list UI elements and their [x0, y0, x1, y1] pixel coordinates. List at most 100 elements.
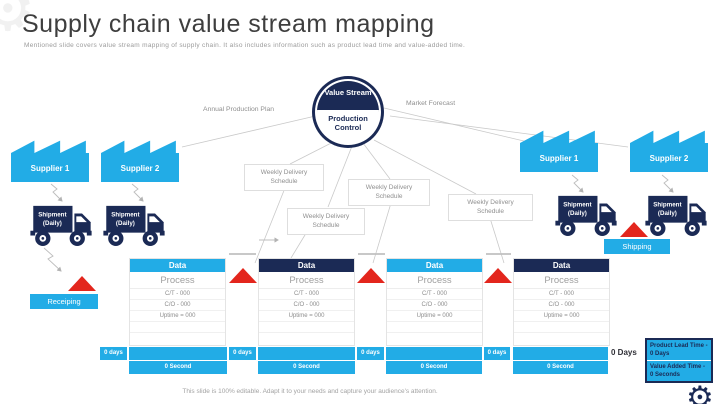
- metric-empty: [514, 333, 609, 344]
- summary-box: Product Lead Time - 0 Days Value Added T…: [645, 338, 713, 383]
- process-box-header: Data: [259, 259, 354, 272]
- factory-supplier-left-2: Supplier 2: [101, 138, 179, 182]
- zigzag-arrow-left2: [131, 183, 144, 202]
- process-box-4: Data Process C/T - 000 C/O - 000 Uptime …: [513, 258, 610, 346]
- timeline-days-4: 0 days: [484, 347, 510, 360]
- truck-icon-left-1: Shipment (Daily): [30, 205, 92, 247]
- timeline-seconds-2: 0 Second: [258, 361, 355, 374]
- schedule2-to-process-line: [372, 202, 392, 264]
- factory-supplier-right-2: Supplier 2: [630, 128, 708, 172]
- process-box-3: Data Process C/T - 000 C/O - 000 Uptime …: [386, 258, 483, 346]
- truck-label-line2: (Daily): [658, 210, 677, 217]
- metric-empty: [387, 322, 482, 333]
- timeline-total-label: 0 Days: [611, 348, 637, 357]
- truck-label-line2: (Daily): [116, 220, 135, 227]
- value-added-time: Value Added Time - 0 Seconds: [647, 361, 711, 382]
- schedule-box-2: Weekly Delivery Schedule: [348, 179, 430, 206]
- supplier-label: Supplier 2: [649, 154, 689, 163]
- market-forecast-label: Market Forecast: [406, 100, 456, 107]
- factory-icon: [520, 130, 598, 172]
- process-box-header: Data: [387, 259, 482, 272]
- process-box-1: Data Process C/T - 000 C/O - 000 Uptime …: [129, 258, 226, 346]
- receiving-tag: Receiping: [30, 294, 98, 309]
- process-box-header: Data: [514, 259, 609, 272]
- metric-empty: [259, 322, 354, 333]
- metric-uptime: Uptime = 000: [259, 311, 354, 322]
- footer-note: This slide is 100% editable. Adapt it to…: [182, 388, 438, 395]
- product-lead-time: Product Lead Time - 0 Days: [647, 340, 711, 361]
- inventory-triangle-1: [229, 268, 257, 283]
- flow-line-to-schedule2: [362, 142, 391, 180]
- timeline-segment-1: [129, 347, 227, 360]
- metric-ct: C/T - 000: [514, 289, 609, 300]
- metric-empty: [130, 333, 225, 344]
- supplier-label: Supplier 1: [539, 154, 579, 163]
- factory-supplier-right-1: Supplier 1: [520, 128, 598, 172]
- shipping-tag: Shipping: [604, 239, 670, 254]
- page-title: Supply chain value stream mapping: [22, 10, 435, 38]
- metric-ct: C/T - 000: [387, 289, 482, 300]
- value-stream-hub: Value Stream Production Control: [312, 76, 384, 148]
- zigzag-arrow-right2: [661, 174, 674, 193]
- timeline-seconds-3: 0 Second: [386, 361, 482, 374]
- metric-empty: [130, 322, 225, 333]
- metric-co: C/O - 000: [514, 300, 609, 311]
- factory-icon: [11, 140, 89, 182]
- timeline-segment-3: [386, 347, 482, 360]
- hub-bottom-label: Production Control: [328, 114, 368, 133]
- metric-co: C/O - 000: [387, 300, 482, 311]
- factory-supplier-left-1: Supplier 1: [11, 138, 89, 182]
- process-box-name: Process: [259, 272, 354, 289]
- truck-label-line1: Shipment: [38, 211, 66, 218]
- metric-empty: [514, 322, 609, 333]
- timeline-segment-4: [513, 347, 608, 360]
- process-box-name: Process: [387, 272, 482, 289]
- hub-core: Value Stream Production Control: [317, 81, 379, 143]
- schedule-box-1: Weekly Delivery Schedule: [244, 164, 324, 191]
- truck-label-line2: (Daily): [43, 220, 62, 227]
- gear-icon: ⚙: [686, 380, 714, 404]
- process-box-name: Process: [514, 272, 609, 289]
- zigzag-arrow-receiving: [43, 247, 62, 272]
- metric-co: C/O - 000: [130, 300, 225, 311]
- truck-label-line1: Shipment: [653, 201, 681, 208]
- metric-uptime: Uptime = 000: [387, 311, 482, 322]
- process-box-2: Data Process C/T - 000 C/O - 000 Uptime …: [258, 258, 355, 346]
- timeline-days-1: 0 days: [100, 347, 127, 360]
- schedule1-to-process-line: [254, 187, 286, 264]
- schedule-box-4: Weekly Delivery Schedule: [448, 194, 533, 221]
- timeline-seconds-4: 0 Second: [513, 361, 608, 374]
- metric-empty: [387, 333, 482, 344]
- truck-icon-right-1: Shipment (Daily): [555, 195, 617, 237]
- annual-production-plan-label: Annual Production Plan: [203, 106, 275, 113]
- inventory-triangle-3: [484, 268, 512, 283]
- truck-label-line1: Shipment: [563, 201, 591, 208]
- timeline-segment-2: [258, 347, 355, 360]
- supplier-label: Supplier 2: [120, 164, 160, 173]
- truck-label-line2: (Daily): [568, 210, 587, 217]
- inventory-triangle-receiving: [68, 276, 96, 291]
- metric-co: C/O - 000: [259, 300, 354, 311]
- metric-uptime: Uptime = 000: [514, 311, 609, 322]
- metric-uptime: Uptime = 000: [130, 311, 225, 322]
- supplier-label: Supplier 1: [30, 164, 70, 173]
- process-box-header: Data: [130, 259, 225, 272]
- inventory-triangle-shipping: [620, 222, 648, 237]
- metric-empty: [259, 333, 354, 344]
- factory-icon: [630, 130, 708, 172]
- schedule-box-3: Weekly Delivery Schedule: [287, 208, 365, 235]
- truck-label-line1: Shipment: [111, 211, 139, 218]
- zigzag-arrow-left1: [50, 183, 63, 202]
- process-box-name: Process: [130, 272, 225, 289]
- schedule4-to-process-line: [489, 217, 505, 264]
- zigzag-arrow-right1: [571, 174, 584, 193]
- timeline-seconds-1: 0 Second: [129, 361, 227, 374]
- truck-icon-right-2: Shipment (Daily): [645, 195, 707, 237]
- decorative-gear-icon: ⚙: [0, 0, 36, 45]
- slide-subtitle: Mentioned slide covers value stream mapp…: [24, 42, 466, 49]
- timeline-days-2: 0 days: [229, 347, 256, 360]
- inventory-triangle-2: [357, 268, 385, 283]
- truck-icon-left-2: Shipment (Daily): [103, 205, 165, 247]
- metric-ct: C/T - 000: [130, 289, 225, 300]
